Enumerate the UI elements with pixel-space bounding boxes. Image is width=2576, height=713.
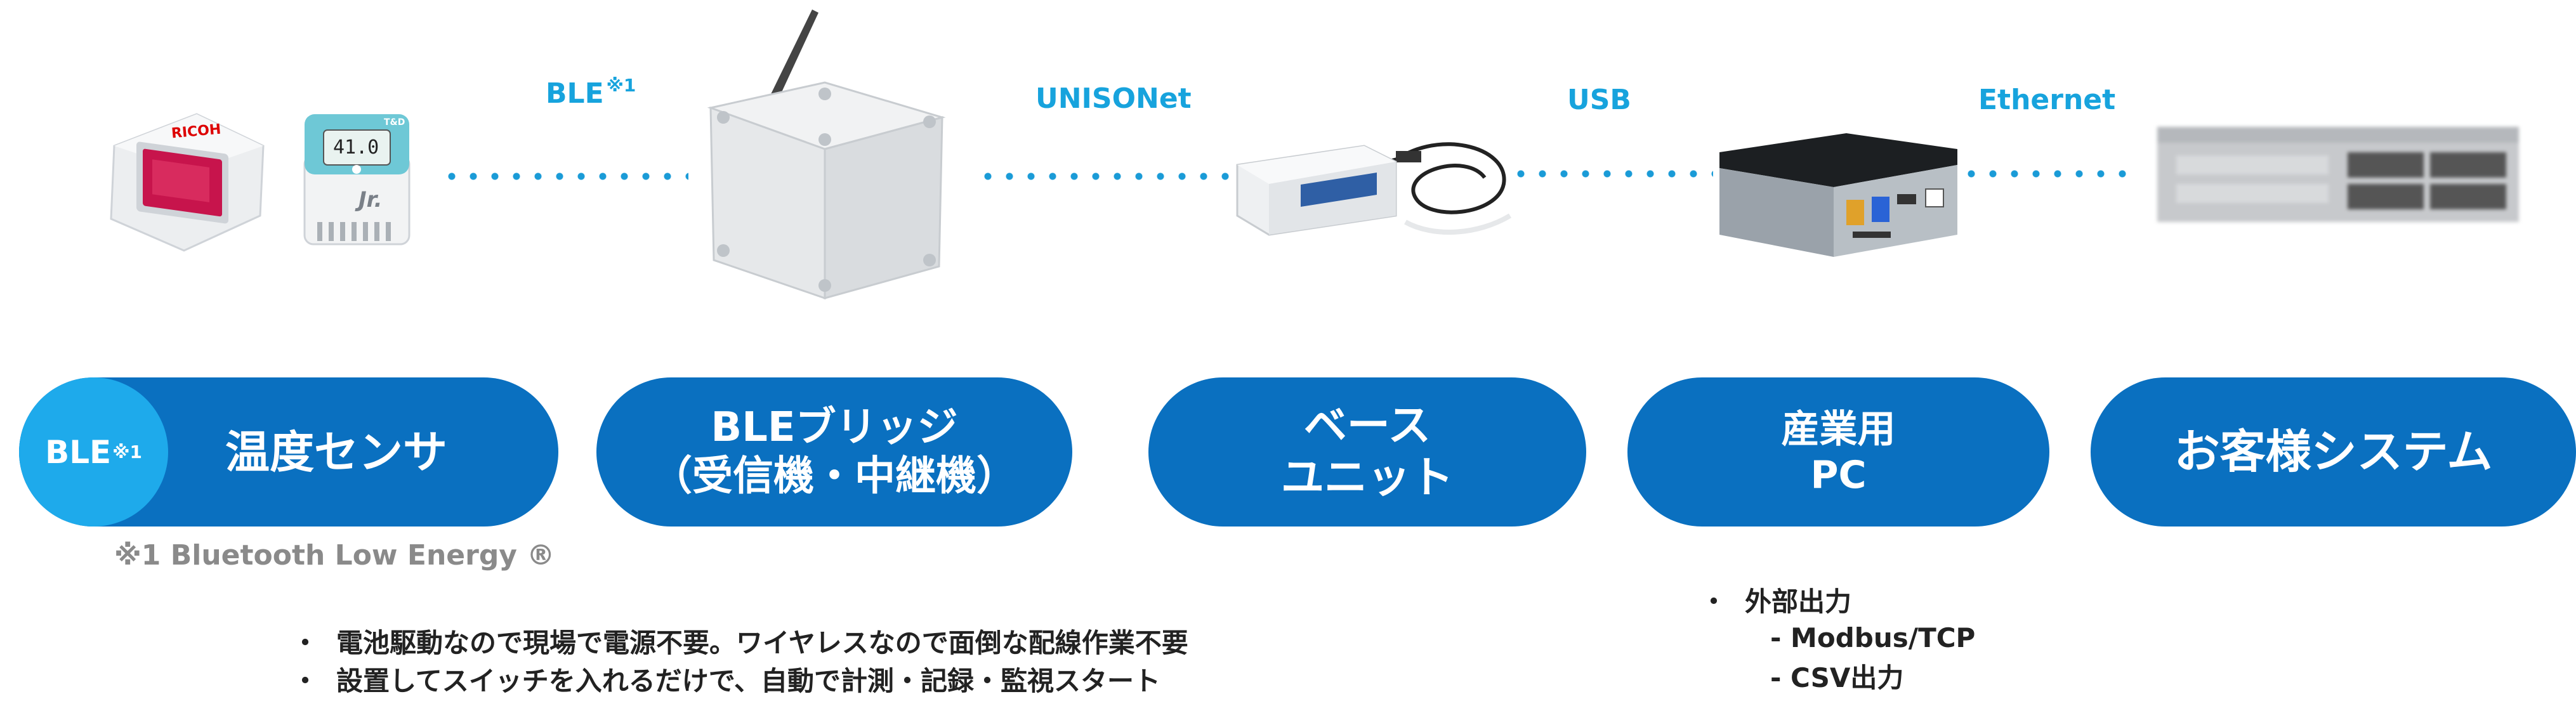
pill-industrial-pc-line1: 産業用 <box>1781 407 1896 452</box>
dotted-line-ble <box>441 173 688 180</box>
connection-label-ethernet: Ethernet <box>1978 84 2116 116</box>
pill-industrial-pc: 産業用 PC <box>1627 377 2049 527</box>
pc-note-item-text: - Modbus/TCP <box>1770 622 1976 653</box>
connection-label-ble: BLE※1 <box>546 75 636 110</box>
tr-model-text: Jr. <box>358 187 383 213</box>
pill-industrial-pc-line2: PC <box>1810 452 1867 497</box>
customer-server-image <box>2151 108 2525 235</box>
pc-note-item: - CSV出力 <box>1700 657 1975 695</box>
dotted-line-usb <box>1510 170 1713 178</box>
dotted-line-unisonet <box>977 173 1231 180</box>
sensor-note-text: 設置してスイッチを入れるだけで、自動で計測・記録・監視スタート <box>336 665 1161 697</box>
connection-ble-mark: ※1 <box>606 75 636 96</box>
pill-ble-bridge-line1: BLEブリッジ <box>711 403 958 451</box>
pill-customer-system: お客様システム <box>2091 377 2576 527</box>
pill-base-unit: ベース ユニット <box>1148 377 1586 527</box>
tr-sensor-image: T&D 41.0 Jr. <box>298 111 416 254</box>
sensor-note-item: ・ 設置してスイッチを入れるだけで、自動で計測・記録・監視スタート <box>292 660 1188 698</box>
sensor-note-item: ・ 電池駆動なので現場で電源不要。ワイヤレスなので面倒な配線作業不要 <box>292 622 1188 660</box>
pill-base-unit-line1: ベース <box>1303 400 1431 451</box>
bullet-icon: ・ <box>1700 585 1728 617</box>
dotted-line-ethernet <box>1961 170 2138 178</box>
pill-ble-bridge: BLEブリッジ （受信機・中継機） <box>596 377 1072 527</box>
sensor-notes: ・ 電池駆動なので現場で電源不要。ワイヤレスなので面倒な配線作業不要 ・ 設置し… <box>292 622 1188 698</box>
pill-customer-system-label: お客様システム <box>2174 425 2493 479</box>
sensor-note-text: 電池駆動なので現場で電源不要。ワイヤレスなので面倒な配線作業不要 <box>336 627 1188 658</box>
pc-note-item-text: - CSV出力 <box>1770 662 1904 693</box>
pc-note-item: - Modbus/TCP <box>1700 618 1975 657</box>
connection-label-unisonet: UNISONet <box>1035 82 1192 115</box>
connection-label-usb: USB <box>1567 84 1631 116</box>
pc-note-title: 外部出力 <box>1745 585 1852 617</box>
base-unit-image <box>1225 127 1529 254</box>
bullet-icon: ・ <box>292 665 319 697</box>
pc-note-title-row: ・ 外部出力 <box>1700 580 1975 618</box>
tr-display-value: 41.0 <box>333 136 379 159</box>
ble-badge-mark: ※1 <box>112 442 142 462</box>
connection-ble-text: BLE <box>546 77 604 110</box>
ricoh-sensor-image: RICOH <box>102 108 273 254</box>
pill-ble-bridge-line2: （受信機・中継機） <box>652 452 1017 500</box>
footnote-ble: ※1 Bluetooth Low Energy ® <box>114 539 555 572</box>
pill-temperature-sensor-label: 温度センサ <box>225 426 447 478</box>
ble-bridge-image <box>698 0 964 311</box>
tr-brand-text: T&D <box>384 117 405 128</box>
ble-badge-text: BLE <box>45 433 112 471</box>
ble-badge: BLE※1 <box>19 377 168 527</box>
industrial-pc-image <box>1713 127 1961 263</box>
pill-base-unit-line2: ユニット <box>1280 452 1454 503</box>
pc-notes: ・ 外部出力 - Modbus/TCP - CSV出力 <box>1700 580 1975 695</box>
bullet-icon: ・ <box>292 627 319 658</box>
